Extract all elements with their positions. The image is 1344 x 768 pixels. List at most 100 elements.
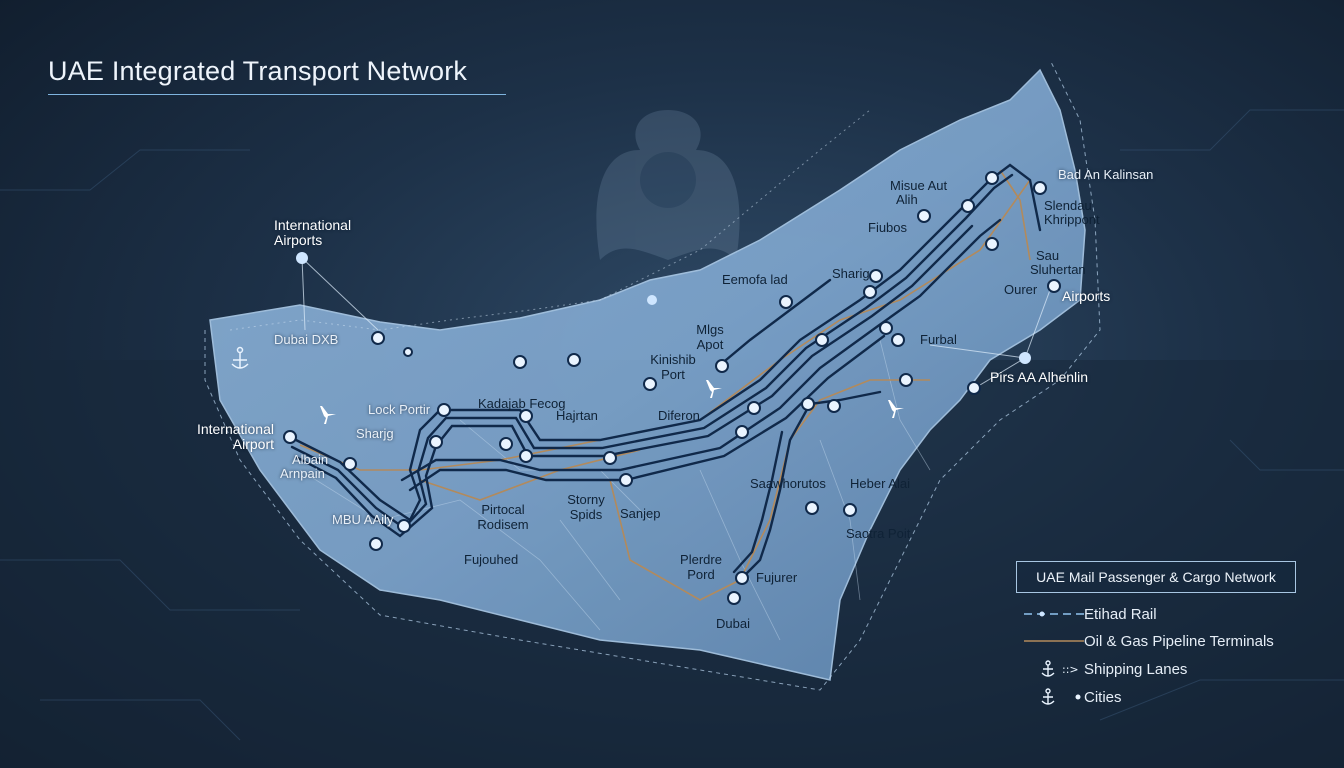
node-alih	[917, 209, 931, 223]
label-sharig: Sharig	[832, 266, 870, 281]
label-plerdre-pord: Plerdre Pord	[680, 552, 722, 582]
label-lock-port: Lock Portir	[368, 402, 431, 417]
pipeline-line-icon	[1024, 640, 1084, 642]
node-ourer	[1047, 279, 1061, 293]
node-island	[513, 355, 527, 369]
node-emblem	[647, 295, 657, 305]
node-dubai-south	[727, 591, 741, 605]
node-eemofa	[779, 295, 793, 309]
legend-label-shipping: Shipping Lanes	[1084, 660, 1188, 678]
legend-item-shipping: ::> Shipping Lanes	[1022, 659, 1187, 679]
node-heber	[843, 503, 857, 517]
node-intl-airport-left	[283, 430, 297, 444]
page-title: UAE Integrated Transport Network	[48, 56, 468, 86]
legend-title: UAE Mail Passenger & Cargo Network	[1016, 561, 1296, 593]
node-mlgs	[715, 359, 729, 373]
label-hajrtan: Hajrtan	[556, 408, 598, 423]
node-lock-port	[437, 403, 451, 417]
label-dubai-dxb: Dubai DXB	[274, 332, 339, 347]
label-airports-right: Airports	[1062, 288, 1111, 304]
label-intl-airports: International Airports	[274, 217, 352, 248]
label-sau: Sau	[1036, 248, 1060, 263]
node-sharjg	[429, 435, 443, 449]
label-arnpain: Arnpain	[280, 466, 325, 481]
legend-item-rail: Etihad Rail	[1022, 604, 1157, 624]
node-fujurer	[735, 571, 749, 585]
legend-item-cities: Cities	[1022, 687, 1122, 707]
label-mlgs-apot: Mlgs Apot	[696, 322, 724, 352]
label-heber-alai: Heber Alai	[850, 476, 910, 491]
label-misue-aut: Misue Aut	[890, 178, 948, 193]
label-ourer: Ourer	[1004, 282, 1038, 297]
node-fiubos	[961, 199, 975, 213]
node-airports-right	[1019, 352, 1031, 364]
node-sau	[985, 237, 999, 251]
node-hub2	[519, 449, 533, 463]
node-sanjep	[619, 473, 633, 487]
city-nodes	[283, 171, 1061, 605]
node-island2	[567, 353, 581, 367]
circuit-background	[0, 109, 1344, 741]
anchor-icon	[231, 346, 249, 369]
title-underline	[48, 94, 506, 95]
label-saawhorutos: Saawhorutos	[750, 476, 826, 491]
node-dubai-dxb	[371, 331, 385, 345]
label-pirtocal: Pirtocal Rodisem	[477, 502, 529, 532]
label-khrippont: Khrippont	[1044, 212, 1100, 227]
airplane-icon	[706, 380, 722, 398]
label-intl-airport-left: International Airport	[196, 421, 274, 452]
node-n2	[891, 333, 905, 347]
label-fujurer: Fujurer	[756, 570, 798, 585]
node-intl-airports	[296, 252, 308, 264]
legend-label-cities: Cities	[1084, 688, 1122, 706]
label-saotra-poit: Saotra Poit	[846, 526, 911, 541]
node-n1	[879, 321, 893, 335]
legend-item-pipeline: Oil & Gas Pipeline Terminals	[1022, 631, 1274, 651]
label-storny: Storny Spids	[567, 492, 605, 522]
node-saotra	[805, 501, 819, 515]
node-bad-an	[1033, 181, 1047, 195]
node-slendau	[985, 171, 999, 185]
node-mbu	[397, 519, 411, 533]
label-diferon: Diferon	[658, 408, 700, 423]
label-fiubos: Fiubos	[868, 220, 908, 235]
emblem-watermark	[596, 110, 740, 260]
node-center	[499, 437, 513, 451]
node-kinishib	[643, 377, 657, 391]
node-albain	[343, 457, 357, 471]
node-pirs	[967, 381, 981, 395]
label-bad-an-kalinsan: Bad An Kalinsan	[1058, 167, 1154, 182]
node-diferon	[735, 425, 749, 439]
label-sanjep: Sanjep	[620, 506, 661, 521]
label-fujouhed: Fujouhed	[464, 552, 519, 567]
airplane-icon	[888, 400, 904, 418]
rail-dash-dot-icon	[1024, 611, 1084, 617]
boundary-dashed	[204, 59, 1101, 691]
label-pirs-aa-alhenlin: Pirs AA Alhenlin	[990, 369, 1089, 385]
node-hajr	[747, 401, 761, 415]
node-furbal-w	[899, 373, 913, 387]
node-heb	[827, 399, 841, 413]
svg-text:::>: ::>	[1062, 663, 1079, 676]
label-albain: Albain	[292, 452, 329, 467]
airport-connectors	[301, 257, 1051, 389]
label-kinishib-port: Kinishib Port	[650, 352, 696, 382]
label-mbu-aaily: MBU AAily	[332, 512, 394, 527]
label-slendau: Slendau	[1044, 198, 1092, 213]
node-blbuing	[369, 537, 383, 551]
node-sharig	[869, 269, 883, 283]
node-sharig2	[863, 285, 877, 299]
legend-label-pipeline: Oil & Gas Pipeline Terminals	[1084, 632, 1274, 650]
airplane-icon	[320, 406, 336, 424]
node-mid	[603, 451, 617, 465]
label-sluhertan: Sluhertan	[1030, 262, 1086, 277]
node-saaw	[801, 397, 815, 411]
legend-label-rail: Etihad Rail	[1084, 605, 1157, 623]
label-kadajab: Kadajab Fecog	[478, 396, 566, 411]
land-mass	[209, 68, 1086, 681]
airplane-icons	[320, 380, 904, 424]
node-shar2	[815, 333, 829, 347]
anchor-dot-icon	[1041, 688, 1081, 705]
label-furbal: Furbal	[920, 332, 957, 347]
